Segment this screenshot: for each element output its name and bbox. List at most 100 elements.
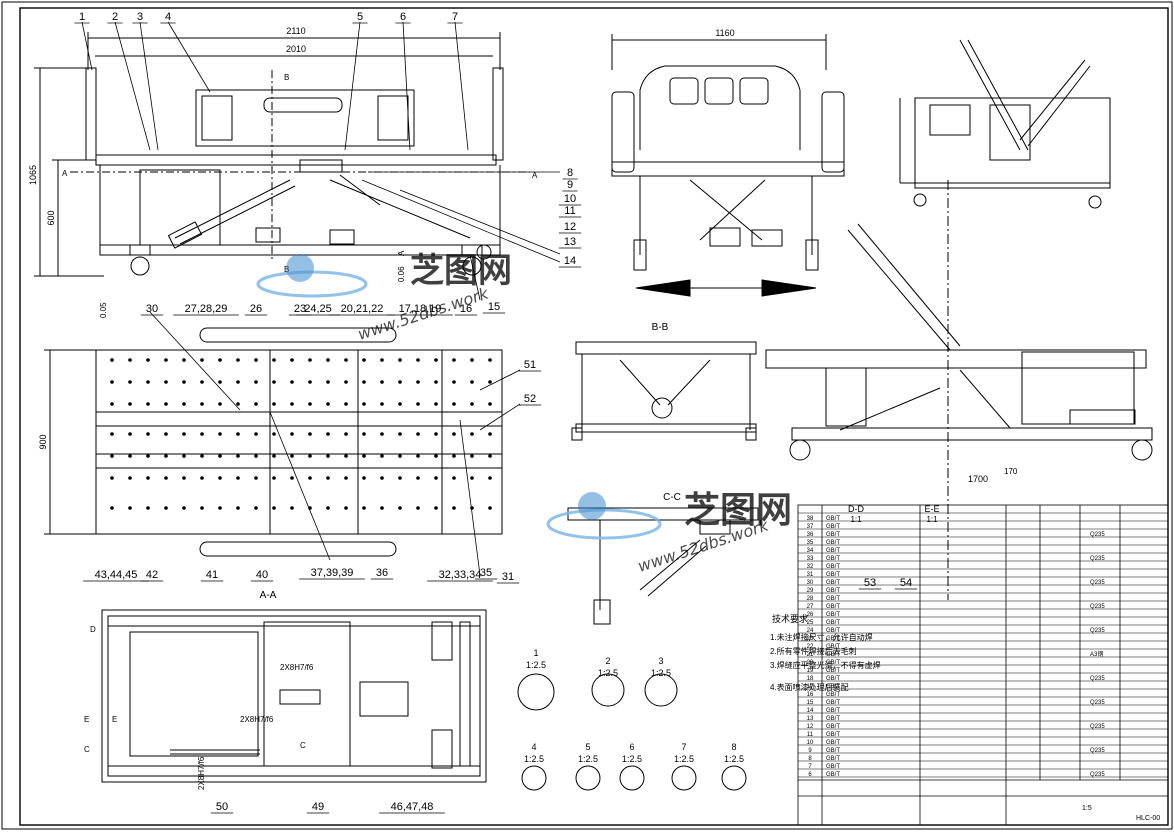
marker-d: D <box>90 625 96 634</box>
part-label: 24,25 <box>304 303 332 315</box>
perforation-hole <box>164 432 168 436</box>
perforation-hole <box>434 402 438 406</box>
perforation-hole <box>182 402 186 406</box>
marker-a-right: A <box>532 171 538 180</box>
perforation-hole <box>470 454 474 458</box>
part-label: 15 <box>488 301 500 313</box>
tech-note-2: 2.所有零件焊接后去毛刺 <box>770 646 857 656</box>
side-view-large <box>765 180 1153 600</box>
part-label: 42 <box>146 569 158 581</box>
bom-item-number: 19 <box>807 668 814 674</box>
perforation-hole <box>146 402 150 406</box>
perforation-hole <box>326 402 330 406</box>
drawing-code: HLC-00 <box>1136 815 1160 822</box>
bom-material: Q235 <box>1090 700 1105 706</box>
perforation-hole <box>236 402 240 406</box>
detail-view-scale: 1:2.5 <box>674 754 694 764</box>
bom-standard: GB/T <box>826 764 840 770</box>
perforation-hole <box>110 432 114 436</box>
part-label: 30 <box>146 303 158 315</box>
perforation-hole <box>236 476 240 480</box>
perforation-hole <box>452 454 456 458</box>
part-label: 3 <box>137 11 143 23</box>
part-label: 14 <box>564 255 576 267</box>
bom-item-number: 22 <box>807 644 814 650</box>
bom-item-number: 15 <box>807 700 814 706</box>
bom-item-number: 11 <box>807 732 814 738</box>
bom-item-number: 25 <box>807 620 814 626</box>
perforation-hole <box>146 454 150 458</box>
perforation-hole <box>254 432 258 436</box>
section-title-bb: B-B <box>652 322 669 333</box>
part-label: 20,21,22 <box>341 303 384 315</box>
perforation-hole <box>434 476 438 480</box>
bom-standard: GB/T <box>826 548 840 554</box>
perforation-hole <box>434 358 438 362</box>
perforation-hole <box>416 476 420 480</box>
perforation-hole <box>398 454 402 458</box>
perforation-hole <box>344 380 348 384</box>
perforation-hole <box>236 432 240 436</box>
perforation-hole <box>362 358 366 362</box>
section-title-dd: D-D <box>848 504 864 514</box>
part-label: 6 <box>400 11 406 23</box>
detail-view-scale: 1:2.5 <box>526 660 546 670</box>
detail-view-scale: 1:2.5 <box>598 668 618 678</box>
perforation-hole <box>290 506 294 510</box>
side-view <box>899 39 1111 209</box>
perforation-hole <box>164 506 168 510</box>
watermark-logo <box>256 254 662 540</box>
perforation-hole <box>272 454 276 458</box>
perforation-hole <box>182 506 186 510</box>
perforation-hole <box>110 402 114 406</box>
perforation-hole <box>380 358 384 362</box>
perforation-hole <box>200 506 204 510</box>
bom-material: Q235 <box>1090 604 1105 610</box>
perforation-hole <box>164 476 168 480</box>
bom-item-number: 32 <box>807 564 814 570</box>
part-label: 27,28,29 <box>185 303 228 315</box>
perforation-hole <box>416 358 420 362</box>
perforation-hole <box>128 432 132 436</box>
bom-standard: GB/T <box>826 636 840 642</box>
perforation-hole <box>416 380 420 384</box>
bom-item-number: 18 <box>807 676 814 682</box>
bom-standard: GB/T <box>826 644 840 650</box>
perforation-hole <box>308 454 312 458</box>
end-view <box>611 34 845 297</box>
bom-standard: GB/T <box>826 772 840 778</box>
perforation-hole <box>434 454 438 458</box>
bom-standard: GB/T <box>826 652 840 658</box>
perforation-hole <box>488 432 492 436</box>
perforation-hole <box>254 454 258 458</box>
bom-standard: GB/T <box>826 596 840 602</box>
bom-standard: GB/T <box>826 628 840 634</box>
part-label: 1 <box>79 11 85 23</box>
tech-notes-title: 技术要求 <box>772 613 808 624</box>
bom-material: Q235 <box>1090 556 1105 562</box>
detail-view-number: 1 <box>533 648 538 658</box>
bom-standard: GB/T <box>826 692 840 698</box>
leader-lines <box>81 21 561 576</box>
perforation-hole <box>110 506 114 510</box>
part-label: 41 <box>206 569 218 581</box>
bom-item-number: 13 <box>807 716 814 722</box>
perforation-hole <box>326 380 330 384</box>
fit-note-3: 2X8H7/f6 <box>197 756 206 790</box>
perforation-hole <box>272 380 276 384</box>
perforation-hole <box>110 476 114 480</box>
perforation-hole <box>272 402 276 406</box>
bom-material: Q235 <box>1090 532 1105 538</box>
perforation-hole <box>416 432 420 436</box>
dim-base-height: 600 <box>46 210 56 225</box>
dim-width: 900 <box>38 434 48 449</box>
bom-item-number: 35 <box>807 540 814 546</box>
perforation-hole <box>236 454 240 458</box>
part-label: 10 <box>564 193 576 205</box>
perforation-hole <box>380 380 384 384</box>
perforation-hole <box>362 506 366 510</box>
perforation-hole <box>326 506 330 510</box>
